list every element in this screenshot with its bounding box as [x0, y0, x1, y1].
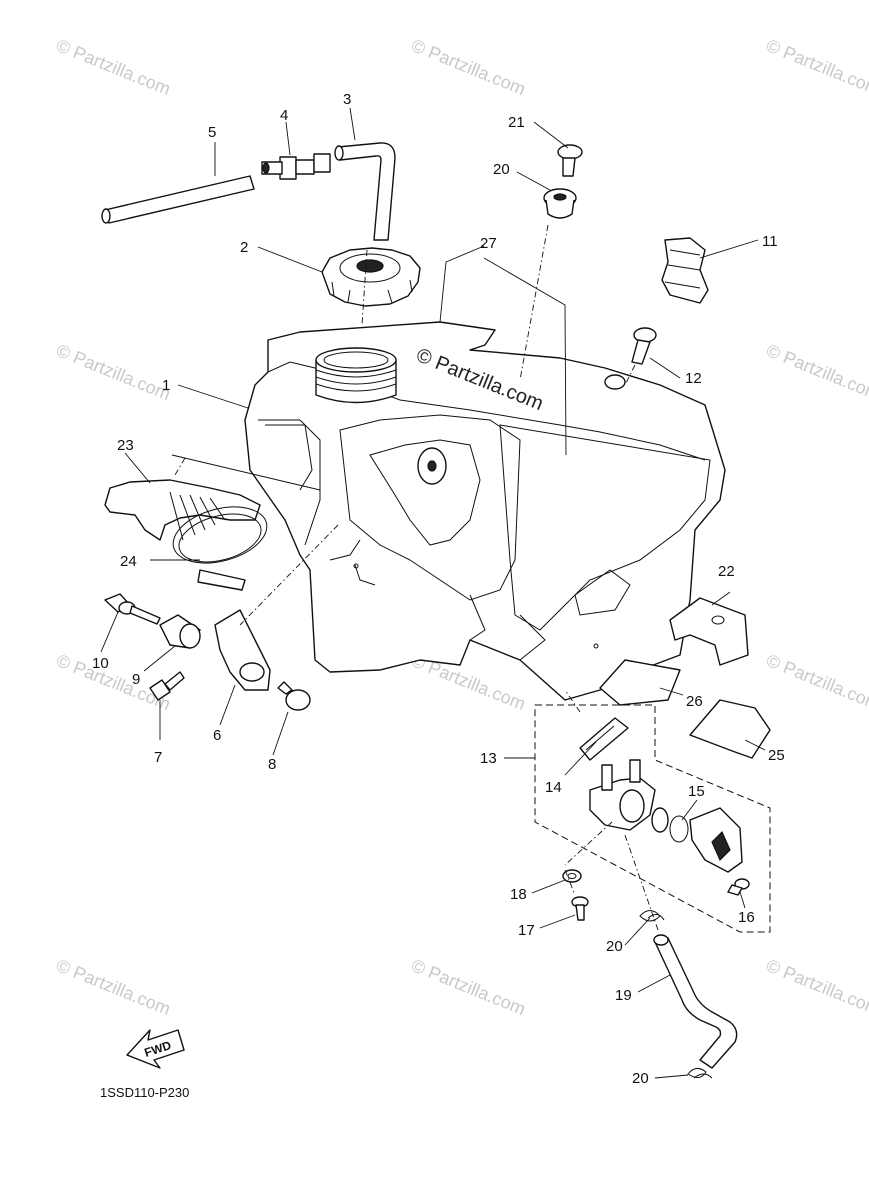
callout-11: 11: [762, 233, 778, 250]
callout-20-lower: 20: [632, 1070, 649, 1087]
fuel-cap: [321, 247, 421, 307]
clip: [661, 237, 709, 304]
callout-8: 8: [268, 756, 276, 773]
watermark: © Partzilla.com: [54, 340, 174, 404]
callout-25: 24: [120, 553, 137, 570]
cover-24: [104, 479, 261, 541]
pad-27: [599, 659, 681, 706]
fwd-arrow-icon: FWD: [126, 1029, 185, 1069]
callout-20-upper: 20: [606, 938, 623, 955]
watermark: © Partzilla.com: [764, 650, 869, 714]
callout-24: 23: [117, 437, 134, 454]
callout-2: 2: [240, 239, 248, 256]
callout-13: 13: [480, 750, 497, 767]
callout-21: 20: [493, 161, 510, 178]
clip-20-upper: [639, 910, 665, 922]
watermark: © Partzilla.com: [764, 340, 869, 404]
watermark: © Partzilla.com: [54, 650, 174, 714]
bolt-7: [149, 671, 185, 701]
watermark: © Partzilla.com: [409, 35, 529, 99]
watermark: © Partzilla.com: [54, 35, 174, 99]
callout-15: 15: [688, 783, 705, 800]
vent-hose: [101, 175, 255, 224]
watermark: © Partzilla.com: [764, 955, 869, 1019]
callout-16: 16: [738, 909, 755, 926]
bolt-8: [277, 681, 311, 711]
callout-12: 12: [685, 370, 702, 387]
callout-6: 6: [213, 727, 221, 744]
damper: [543, 188, 577, 219]
callouts: 5 4 3 2 21 20 27 11 12 1 23 24 10 9 7 6 …: [92, 91, 785, 1087]
callout-3: 3: [343, 91, 351, 108]
callout-4: 4: [280, 107, 288, 124]
clip-20-lower: [687, 1068, 713, 1079]
hose-fitting: [261, 153, 331, 180]
callout-9: 9: [132, 671, 140, 688]
screw-22: [557, 144, 583, 177]
callout-26: 25: [768, 747, 785, 764]
assembly-lines: [174, 224, 659, 931]
bolt-12: [631, 327, 657, 365]
callout-14: 14: [545, 779, 562, 796]
leader-lines: [100, 107, 766, 1079]
bolt-10: [104, 593, 161, 625]
fuel-cock-assembly: [534, 704, 771, 933]
washer-18: [562, 869, 582, 883]
watermark: © Partzilla.com: [764, 35, 869, 99]
callout-23: 22: [718, 563, 735, 580]
callout-7: 7: [154, 749, 162, 766]
callout-27: 26: [686, 693, 703, 710]
watermark: © Partzilla.com: [409, 955, 529, 1019]
bracket-23: [669, 597, 749, 666]
callout-28: 27: [480, 235, 497, 252]
pad-26: [689, 699, 771, 759]
breather-hose: [334, 142, 396, 241]
stay-6: [214, 609, 271, 691]
callout-19: 19: [615, 987, 632, 1004]
band-25: [172, 506, 268, 591]
diagram-code: 1SSD110-P230: [100, 1085, 189, 1100]
screw-17: [571, 896, 589, 921]
callout-22: 21: [508, 114, 525, 131]
callout-18: 18: [510, 886, 527, 903]
fuel-hose-19: [653, 934, 738, 1069]
damper-9: [159, 614, 201, 649]
watermark: © Partzilla.com: [54, 955, 174, 1019]
fuel-tank: [244, 321, 726, 701]
callout-17: 17: [518, 922, 535, 939]
callout-10: 10: [92, 655, 109, 672]
callout-5: 5: [208, 124, 216, 141]
callout-1: 1: [162, 377, 170, 394]
